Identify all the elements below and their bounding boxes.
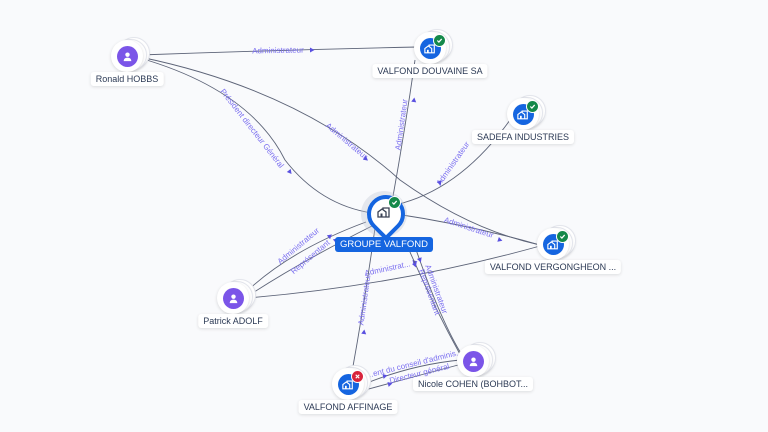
node-circle[interactable]	[217, 282, 249, 314]
edge-line	[244, 221, 367, 294]
edge-line	[247, 245, 541, 299]
person-icon	[222, 287, 244, 309]
edge-arrow-icon	[497, 237, 503, 242]
edge-hobbs-vergongheon[interactable]: Administrateur	[139, 56, 541, 246]
edge-hobbs-douvaine[interactable]: Administrateur	[139, 46, 419, 56]
edge-line	[139, 56, 541, 246]
node-label: VALFOND AFFINAGE	[298, 400, 398, 414]
edge-line	[361, 359, 461, 386]
edge-center-douvaine[interactable]: Administrateur	[391, 59, 417, 203]
node-label: Ronald HOBBS	[90, 72, 164, 86]
edge-label: Administrateur	[356, 273, 372, 326]
edge-label: Administrateur	[252, 46, 304, 56]
center-node-label: GROUPE VALFOND	[335, 237, 433, 252]
edge-label: Administrateur	[393, 98, 409, 151]
edge-line	[411, 237, 463, 356]
node-circle[interactable]	[111, 40, 143, 72]
edge-arrow-icon	[309, 47, 315, 53]
edge-label: Administrateur	[443, 215, 495, 240]
node-label: Nicole COHEN (BOHBOT...	[412, 377, 534, 391]
edge-label: Administrateur	[324, 121, 370, 161]
edge-line	[395, 213, 541, 246]
node-circle[interactable]	[457, 345, 489, 377]
edge-arrow-icon	[286, 168, 292, 174]
edge-arrow-icon	[382, 374, 388, 379]
status-inactive-icon	[351, 370, 364, 383]
edge-cohen-center[interactable]: Administrateur	[411, 237, 463, 356]
edge-line	[139, 46, 419, 56]
edge-line	[139, 57, 373, 214]
node-label: VALFOND DOUVAINE SA	[372, 64, 488, 78]
company-building-icon	[377, 207, 390, 218]
status-active-icon	[433, 34, 446, 47]
edge-label: Administrateur	[434, 140, 471, 188]
status-active-icon	[526, 100, 539, 113]
edge-arrow-icon	[387, 382, 393, 387]
edge-arrow-icon	[411, 262, 417, 268]
edge-arrow-icon	[411, 97, 417, 103]
node-label: Patrick ADOLF	[198, 314, 268, 328]
node-label: VALFOND VERGONGHEON ...	[484, 260, 622, 274]
person-icon	[116, 45, 138, 67]
edge-arrow-icon	[416, 257, 422, 263]
edge-line	[364, 363, 463, 391]
node-label: SADEFA INDUSTRIES	[471, 130, 575, 144]
edge-line	[247, 225, 373, 297]
edge-arrow-icon	[361, 329, 367, 335]
edge-arrow-icon	[326, 234, 332, 240]
person-icon	[462, 350, 484, 372]
status-active-icon	[556, 230, 569, 243]
edge-arrow-icon	[362, 155, 368, 161]
status-active-icon	[388, 196, 401, 209]
edge-arrow-icon	[436, 179, 442, 186]
